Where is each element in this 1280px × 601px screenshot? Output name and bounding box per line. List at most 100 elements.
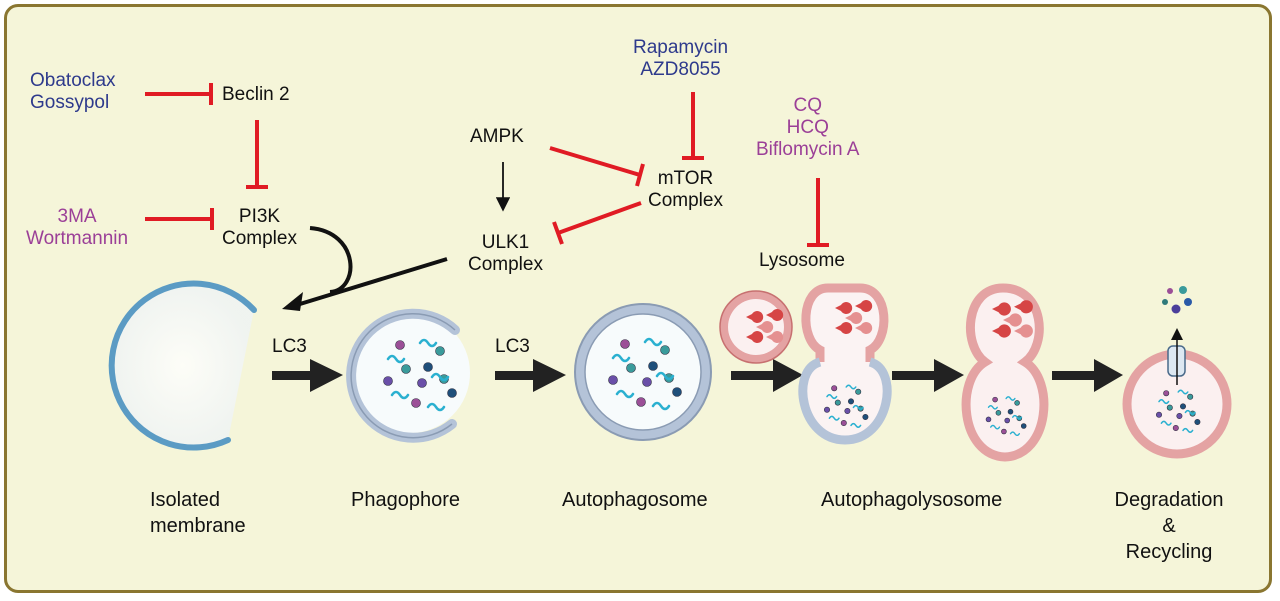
drug-name: AZD8055: [640, 59, 721, 80]
cargo-particle: [1180, 403, 1187, 410]
cargo-particle: [834, 399, 841, 406]
cargo-particle: [985, 416, 992, 423]
inhibition-beclin-pi3k: [246, 120, 268, 189]
cargo-particle: [608, 375, 618, 385]
cargo-protein: [430, 372, 450, 382]
node-ampk: AMPK: [470, 126, 524, 147]
cargo-particle: [660, 345, 670, 355]
cargo-protein: [852, 404, 864, 410]
fusion-autophagolysosome-icon: [798, 283, 892, 445]
cargo-protein: [1158, 399, 1170, 405]
cargo-particle: [1156, 411, 1163, 418]
cargo-particle: [1172, 424, 1179, 431]
beclin-inhibitors: Obatoclax Gossypol: [30, 70, 116, 114]
cargo-protein: [1182, 427, 1194, 433]
cargo-protein: [386, 354, 406, 364]
cargo-protein: [390, 390, 410, 400]
cargo-particle: [1020, 423, 1027, 429]
cargo-protein: [828, 415, 840, 421]
cargo-protein: [987, 404, 998, 410]
node-mtor: mTOR Complex: [648, 168, 723, 212]
stage-degradation: Degradation & Recycling: [1104, 487, 1234, 565]
node-ulk1-line1: ULK1: [481, 232, 530, 253]
drug-name: Rapamycin: [633, 37, 729, 58]
stage-label-line2: membrane: [150, 515, 246, 537]
hydrolase-enzyme: [845, 312, 863, 324]
hydrolase-enzyme: [835, 322, 853, 334]
cargo-protein: [426, 402, 446, 412]
cargo-protein: [1184, 409, 1196, 415]
autophagosome-icon: [574, 303, 712, 441]
cargo-particle: [411, 398, 421, 408]
stage-label-line1: Isolated: [150, 489, 221, 511]
cargo-particle: [847, 398, 854, 405]
cargo-protein: [651, 401, 671, 411]
node-mtor-line1: mTOR: [657, 168, 714, 189]
process-arrow: [495, 359, 566, 392]
mtor-inhibitors: Rapamycin AZD8055: [633, 37, 728, 81]
cargo-particle: [1014, 400, 1020, 406]
cargo-particle: [1001, 428, 1007, 435]
drug-name: 3MA: [57, 206, 97, 227]
drug-name: CQ: [793, 95, 822, 116]
inhibition-lysosome: [807, 178, 829, 247]
node-beclin: Beclin 2: [222, 84, 290, 105]
cargo-particle: [423, 362, 433, 372]
inhibition-mtor-ulk1: [552, 201, 642, 245]
cargo-particle: [1187, 393, 1194, 400]
cargo-protein: [418, 338, 438, 348]
cargo-particle: [862, 413, 869, 420]
process-arrow: [272, 359, 343, 392]
hydrolase-enzyme: [1014, 300, 1033, 314]
node-pi3k-line1: PI3K: [238, 206, 281, 227]
process-arrow: [892, 359, 964, 392]
cargo-particle: [1194, 418, 1201, 425]
cargo-protein: [643, 337, 663, 347]
cargo-protein: [1177, 389, 1189, 395]
cargo-particle: [435, 346, 445, 356]
cargo-particle: [401, 364, 411, 374]
arrow-pi3k-membrane: [309, 226, 353, 294]
cargo-protein: [990, 424, 1001, 430]
cargo-protein: [1009, 431, 1020, 437]
released-nutrients-icon: [1162, 286, 1192, 314]
hydrolase-enzyme: [1014, 324, 1033, 338]
hydrolase-enzyme: [766, 309, 784, 321]
cargo-particle: [1004, 417, 1010, 424]
cargo-particle: [636, 397, 646, 407]
hydrolase-enzyme: [835, 302, 853, 315]
cargo-particle: [447, 388, 457, 398]
stage-label-line2: &: [1162, 515, 1176, 537]
cargo-protein: [655, 371, 675, 381]
drug-name: Wortmannin: [26, 228, 129, 249]
lysosome-inhibitors: CQ HCQ Biflomycin A: [756, 95, 859, 161]
hydrolase-enzyme: [756, 321, 774, 333]
cargo-particle: [417, 378, 427, 388]
inhibition-pi3k: [145, 208, 214, 230]
cargo-particle: [844, 407, 851, 414]
cargo-particle: [1176, 412, 1183, 419]
isolated-membrane-icon: [108, 280, 257, 451]
cargo-protein: [615, 389, 635, 399]
drug-name: Biflomycin A: [756, 139, 860, 160]
cargo-particle: [840, 419, 847, 426]
inhibition-mtor-drugs: [682, 92, 704, 160]
cargo-particle: [1007, 408, 1014, 415]
autophagolysosome-icon: [961, 283, 1049, 462]
hydrolase-enzyme: [746, 331, 764, 343]
lc3-label: LC3: [272, 336, 307, 357]
cargo-particle: [672, 387, 682, 397]
node-pi3k-line2: Complex: [222, 228, 297, 249]
cargo-particle: [1166, 404, 1173, 411]
cargo-protein: [1160, 420, 1172, 426]
process-arrow: [731, 359, 803, 392]
cargo-protein: [1005, 396, 1016, 401]
inhibition-beclin: [145, 83, 213, 105]
hydrolase-enzyme: [766, 331, 784, 343]
cargo-particle: [823, 406, 830, 413]
stage-label-line3: Recycling: [1125, 541, 1213, 563]
node-pi3k: PI3K Complex: [222, 206, 297, 250]
cargo-particle: [642, 377, 652, 387]
cargo-particle: [383, 376, 393, 386]
